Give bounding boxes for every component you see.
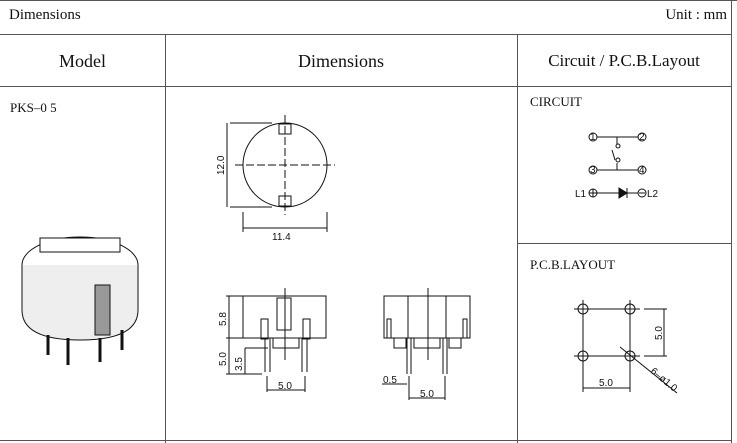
- pin-2: 2: [639, 132, 645, 143]
- header-circuit: Circuit / P.C.B.Layout: [548, 51, 700, 70]
- pcb-hole: 6–ø1.0: [648, 366, 679, 395]
- dim-pitch-1: 5.0: [278, 381, 292, 392]
- dim-side-top: 5.8: [218, 312, 229, 326]
- dim-pin-width: 0.5: [383, 375, 397, 386]
- pin-3: 3: [590, 165, 596, 176]
- front-view-drawing: 0.5 5.0: [382, 288, 471, 400]
- border-bottom: [0, 440, 731, 441]
- top-view-drawing: 12.0 11.4: [216, 115, 335, 243]
- header-dimensions: Dimensions: [297, 51, 384, 71]
- dim-width: 11.4: [272, 232, 291, 243]
- divider: [517, 34, 518, 443]
- border-top: [0, 0, 737, 1]
- header-model: Model: [59, 51, 106, 71]
- dim-pitch-2: 5.0: [420, 389, 434, 400]
- pin-1: 1: [590, 132, 596, 143]
- pcb-dim-h: 5.0: [599, 378, 613, 389]
- led-left: L1: [575, 189, 587, 200]
- divider: [165, 34, 166, 443]
- divider: [0, 86, 731, 87]
- pcb-layout-drawing: 5.0 5.0 6–ø1.0: [574, 300, 679, 395]
- circuit-label: CIRCUIT: [530, 94, 582, 109]
- dim-pin-length: 3.5: [234, 357, 245, 371]
- pcb-label: P.C.B.LAYOUT: [530, 257, 616, 272]
- border-right: [731, 0, 732, 443]
- dim-side-bottom: 5.0: [218, 352, 229, 366]
- pin-4: 4: [639, 165, 645, 176]
- dim-height: 12.0: [216, 155, 227, 175]
- model-name: PKS–0 5: [10, 100, 57, 115]
- pcb-dim-v: 5.0: [654, 326, 665, 340]
- section-title: Dimensions: [9, 7, 81, 23]
- unit-label: Unit : mm: [665, 7, 727, 23]
- circuit-diagram: 1 2 3 4 L1 L2: [575, 132, 659, 200]
- divider: [517, 243, 731, 244]
- product-image: [21, 236, 139, 365]
- divider: [0, 34, 731, 35]
- side-view-drawing: 5.8 5.0 3.5 5.0: [218, 288, 327, 392]
- led-right: L2: [647, 189, 659, 200]
